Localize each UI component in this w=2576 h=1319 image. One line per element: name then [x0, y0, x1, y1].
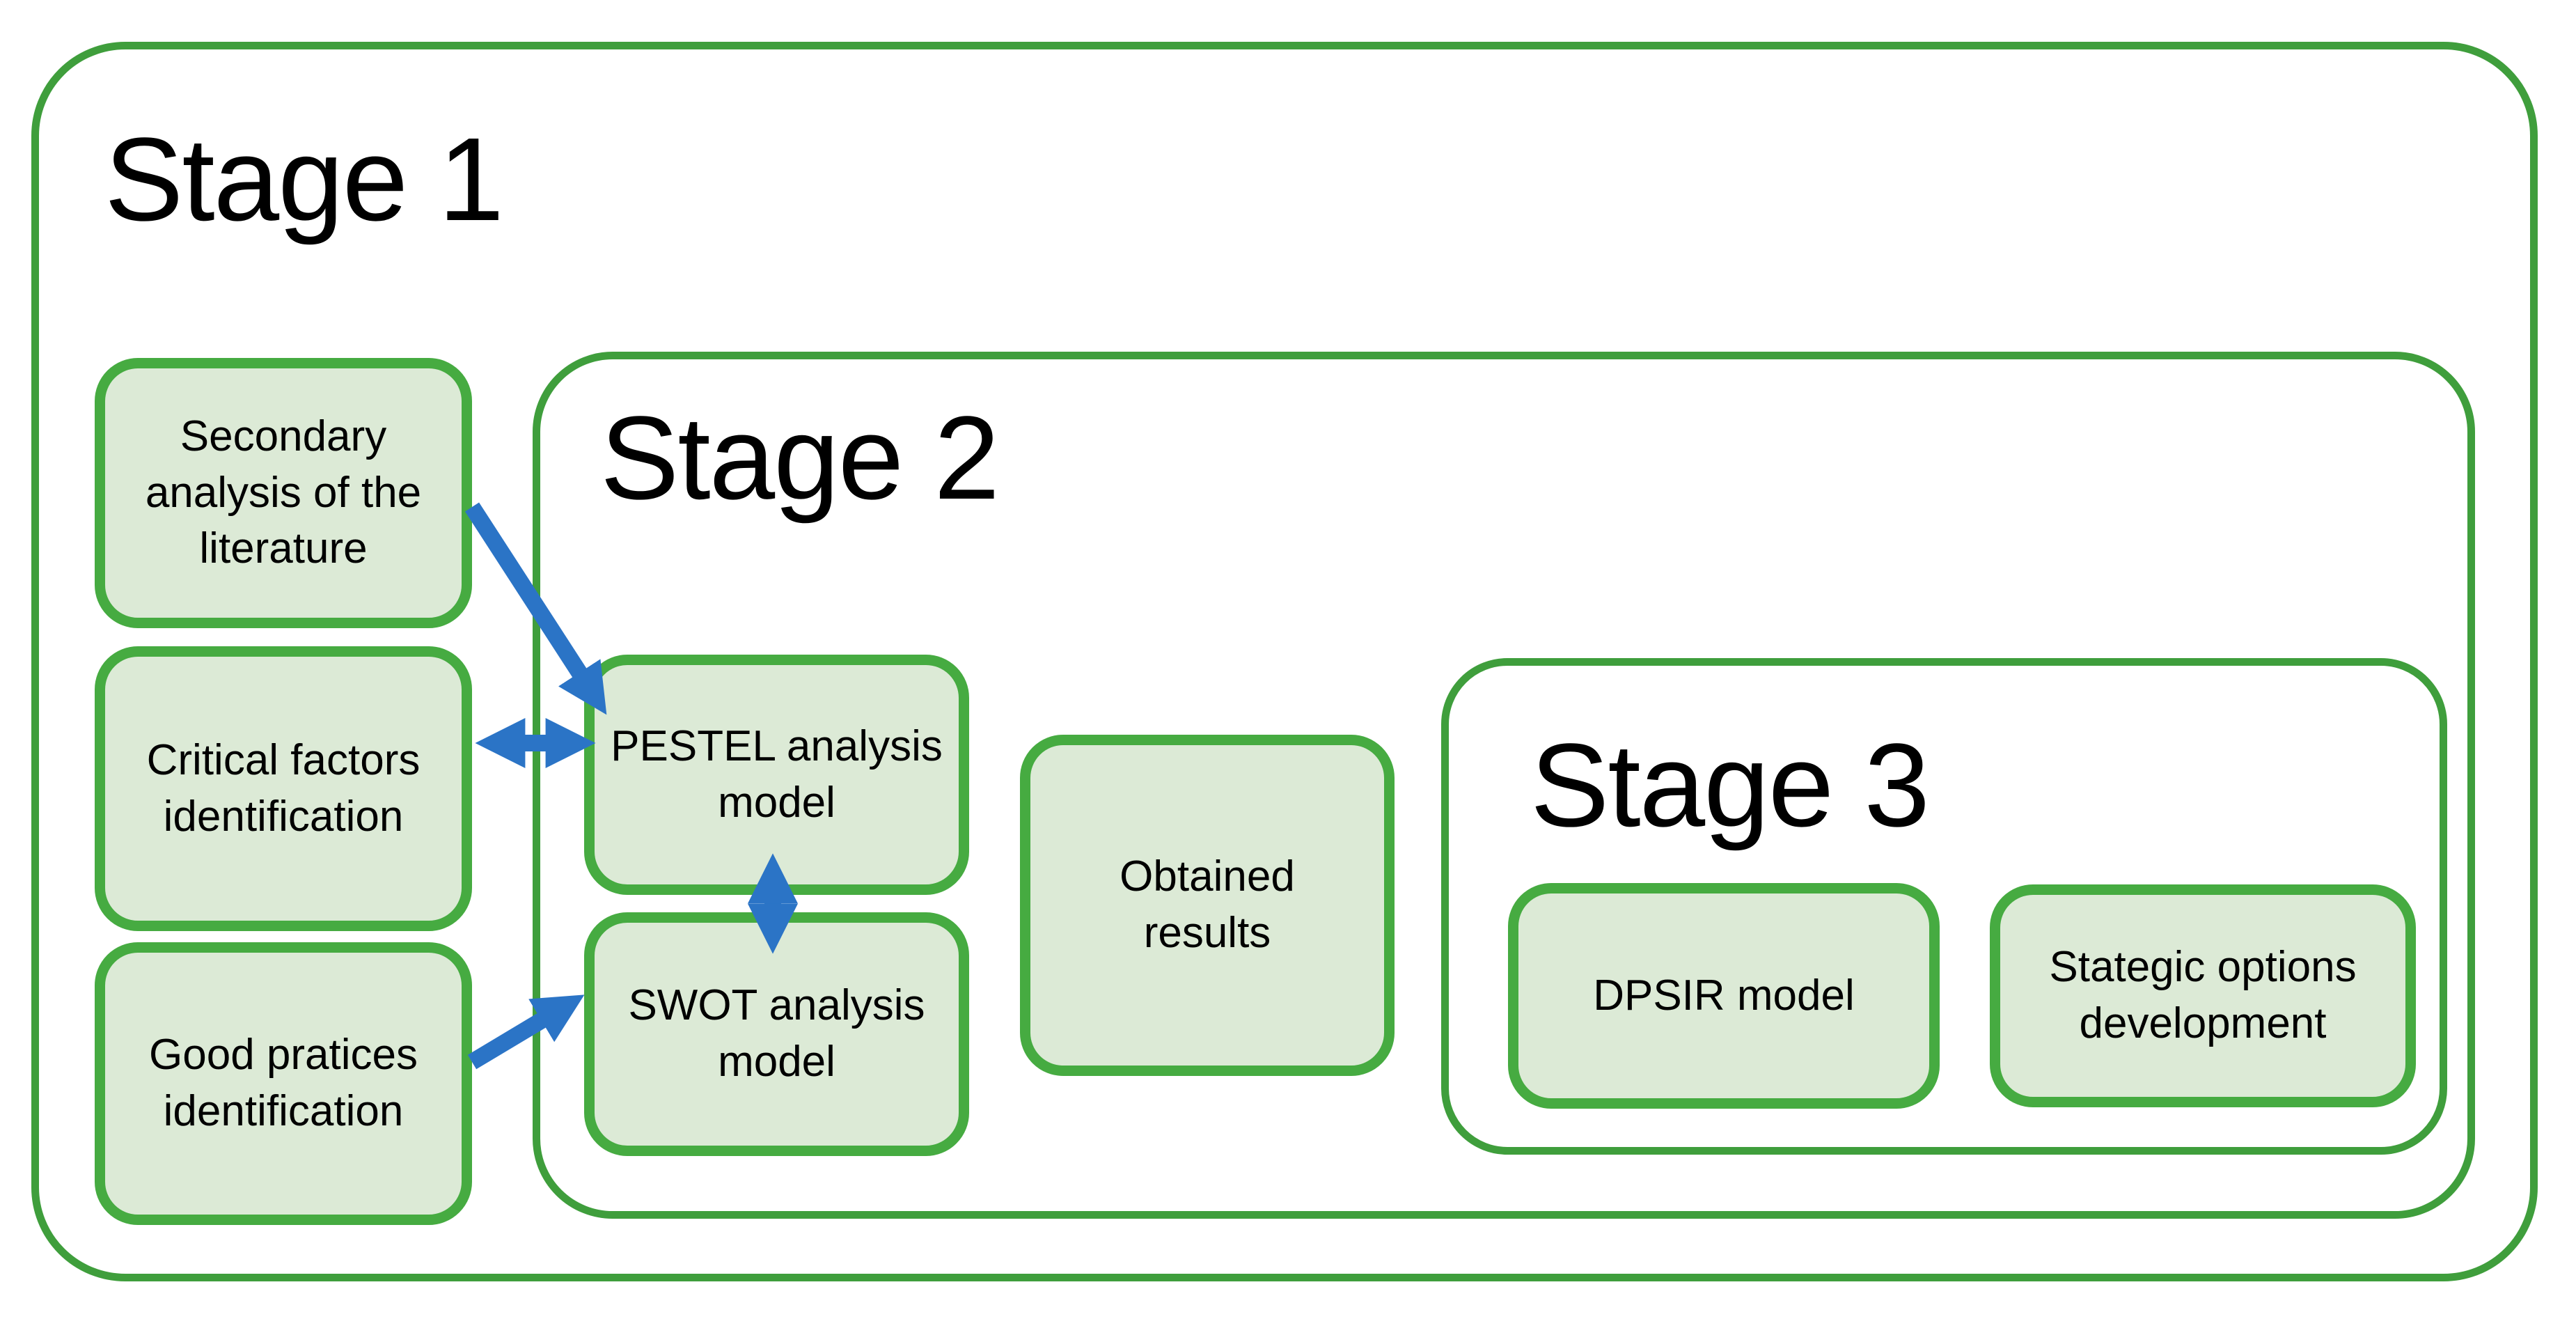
secondary-analysis-box: Secondary analysis of the literature [95, 358, 472, 628]
obtained-results-box: Obtained results [1020, 735, 1395, 1076]
stategic-options-box: Stategic options development [1990, 884, 2416, 1107]
good-pratices-label: Good pratices identification [149, 1031, 418, 1135]
dpsir-model-box: DPSIR model [1508, 883, 1940, 1109]
swot-model-box: SWOT analysis model [584, 912, 969, 1156]
critical-factors-label: Critical factors identification [146, 735, 421, 841]
stage3-title: Stage 3 [1530, 719, 1930, 852]
pestel-model-label: PESTEL analysis model [611, 721, 943, 827]
critical-factors-box: Critical factors identification [95, 646, 472, 931]
stage1-title: Stage 1 [104, 114, 504, 246]
stategic-options-label: Stategic options development [2049, 943, 2357, 1047]
dpsir-model-label: DPSIR model [1593, 971, 1855, 1020]
swot-model-label: SWOT analysis model [628, 981, 925, 1086]
stage1-container [31, 42, 2538, 1281]
pestel-model-box: PESTEL analysis model [584, 655, 969, 895]
secondary-analysis-label: Secondary analysis of the literature [145, 412, 422, 573]
stage2-title: Stage 2 [600, 392, 1000, 524]
stage2-container [533, 352, 2475, 1219]
good-pratices-box: Good pratices identification [95, 942, 472, 1225]
stage3-container [1441, 658, 2447, 1155]
obtained-results-label: Obtained results [1120, 852, 1295, 957]
